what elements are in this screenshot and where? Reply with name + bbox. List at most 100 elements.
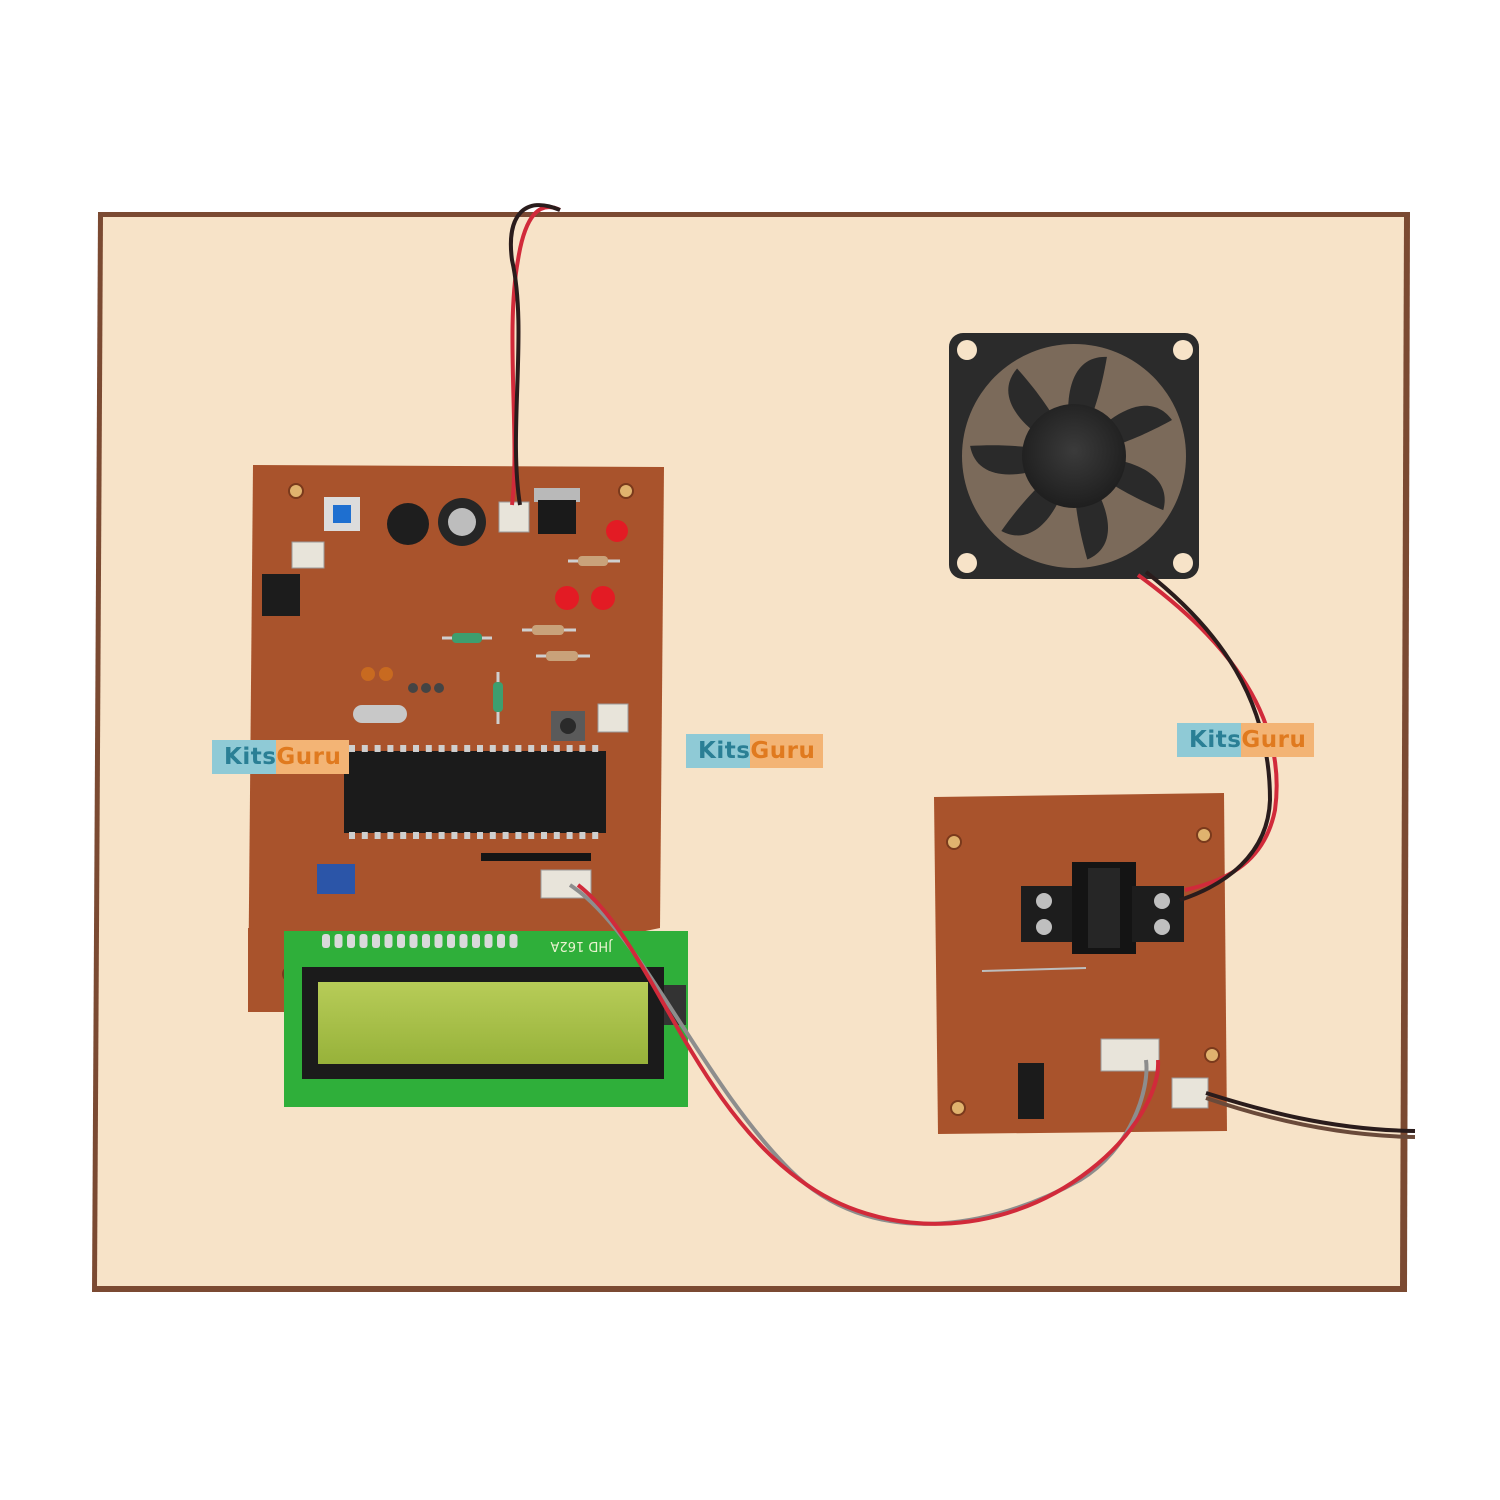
ic-pin [566, 832, 573, 839]
lcd-header-pin [459, 934, 468, 948]
ic-pin [592, 832, 599, 839]
ic-pin [451, 745, 458, 752]
ic-pin [438, 832, 445, 839]
transistor [1018, 1063, 1044, 1119]
lcd-header-pin [484, 934, 493, 948]
ic-pin [477, 832, 483, 839]
ic-pin [515, 745, 522, 752]
watermark-part-guru: Guru [750, 734, 824, 768]
pin-header-strip [481, 853, 591, 861]
crystal-oscillator [353, 705, 407, 723]
driver-power-cable [1205, 1091, 1416, 1139]
lcd-model-label: JHD 162A [550, 938, 613, 953]
ic-pin [489, 832, 496, 839]
ic-pin [387, 832, 394, 839]
resistor [522, 625, 576, 635]
ic-pin [413, 832, 419, 839]
led-red [555, 586, 579, 610]
ic-pin [515, 832, 522, 839]
fan-driver-pcb [934, 793, 1227, 1134]
voltage-regulator [534, 488, 580, 534]
contrast-potentiometer [317, 864, 355, 894]
driver-ic [1072, 862, 1136, 954]
ic-pin [541, 745, 547, 752]
push-switch-blue [324, 497, 360, 531]
watermark-part-kits: Kits [1177, 723, 1242, 757]
lcd-header-pin [347, 934, 355, 948]
ic-pin [400, 832, 407, 839]
watermark-part-guru: Guru [1241, 723, 1315, 757]
lcd-to-driver-cable [568, 883, 1161, 1226]
watermark-part-kits: Kits [212, 740, 277, 774]
led-red [591, 586, 615, 610]
ceramic-capacitor [361, 667, 375, 681]
ic-pin [528, 832, 535, 839]
input-connector [1100, 1038, 1160, 1072]
kitsguru-watermark: Kits Guru [212, 740, 350, 774]
ceramic-capacitor [379, 667, 393, 681]
ic-pin [464, 832, 471, 839]
resistor [536, 651, 590, 661]
kitsguru-watermark: Kits Guru [1177, 723, 1315, 757]
ic-pin [425, 745, 432, 752]
led-red [606, 520, 628, 542]
resistor [568, 556, 620, 566]
watermark-part-kits: Kits [686, 734, 751, 768]
ic-pin [477, 745, 483, 752]
power-connector [1171, 1077, 1209, 1109]
ic-pin [553, 745, 560, 752]
lcd-header-pin [384, 934, 393, 948]
lcd-header-pin [434, 934, 443, 948]
ic-pin [361, 832, 368, 839]
lcd-header-pin [409, 934, 418, 948]
ic-pin [579, 745, 586, 752]
lcd-header-pin [447, 934, 455, 948]
fan-hub [1022, 404, 1126, 508]
ic-pin [400, 745, 407, 752]
lcd-header-pin [472, 934, 480, 948]
lcd-header-pin [397, 934, 405, 948]
ic-pin [528, 745, 535, 752]
power-input-wire [508, 203, 561, 506]
dc-power-jack [262, 574, 300, 616]
ic-pin [489, 745, 496, 752]
ic-pin [541, 832, 547, 839]
kitsguru-watermark: Kits Guru [686, 734, 824, 768]
resistor-green [493, 672, 503, 724]
small-header-connector [597, 703, 629, 733]
resistor-green [442, 633, 492, 643]
lcd-header-pin [334, 934, 343, 948]
electrolytic-capacitor [438, 498, 486, 546]
lcd-header-pin [359, 934, 368, 948]
ic-pin [502, 745, 509, 752]
ic-pin [566, 745, 573, 752]
ic-pin [349, 745, 355, 752]
ic-pin [425, 832, 432, 839]
watermark-part-guru: Guru [276, 740, 350, 774]
ic-pin [464, 745, 471, 752]
ic-pin [579, 832, 586, 839]
lcd-header-pin [322, 934, 330, 948]
ic-pin [413, 745, 419, 752]
ic-pin [553, 832, 560, 839]
ic-pin [349, 832, 355, 839]
fan-power-cable [1136, 570, 1279, 902]
lcd-header-pin [372, 934, 380, 948]
lcd-header-pin [509, 934, 518, 948]
ic-pin [502, 832, 509, 839]
lcd-screen [318, 982, 648, 1064]
microcontroller-ic [344, 745, 606, 839]
power-header-connector [498, 501, 530, 533]
screw-terminal-right [1132, 886, 1184, 942]
tactile-button [551, 711, 585, 741]
ic-pin [592, 745, 599, 752]
ic-pin [374, 832, 381, 839]
ic-pin [438, 745, 445, 752]
controller-pcb [248, 465, 664, 1012]
ic-pin [451, 832, 458, 839]
cooling-fan [949, 333, 1199, 579]
inductor-coil [387, 503, 429, 545]
lcd-header-pin [422, 934, 430, 948]
ic-pin [361, 745, 368, 752]
